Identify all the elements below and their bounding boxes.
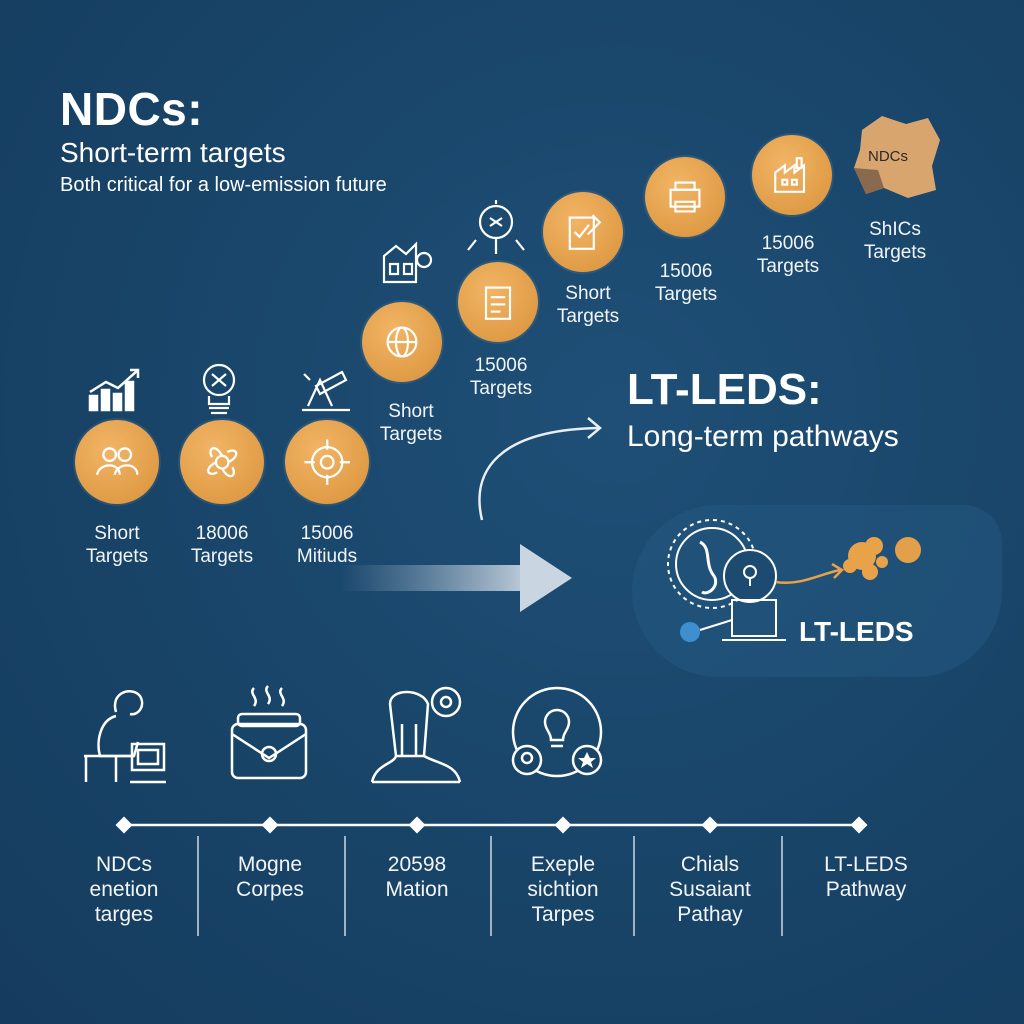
printer-icon [669, 181, 701, 213]
lightbulb-globe-icon [511, 686, 603, 778]
checklist-icon [568, 214, 602, 250]
step-coin-8 [752, 135, 832, 215]
step-coin-1 [75, 420, 159, 504]
step-coin-3 [285, 420, 369, 504]
step-coin-2 [180, 420, 264, 504]
target-icon [304, 439, 350, 485]
blue-dot-icon [680, 622, 700, 642]
lt-leds-badge: LT-LEDS [799, 616, 914, 647]
document-icon [484, 286, 512, 320]
sun-icon [895, 537, 921, 563]
page-title: NDCs: [60, 83, 204, 135]
step-coin-5 [458, 262, 538, 342]
location-icon [723, 549, 777, 603]
page-tagline: Both critical for a low-emission future [60, 174, 387, 196]
person-desk-icon [84, 690, 166, 784]
house-icon [382, 241, 433, 284]
step-coin-6 [543, 192, 623, 272]
step-coin-7 [645, 157, 725, 237]
map-label: NDCs [868, 148, 908, 165]
laptop-icon [722, 599, 786, 641]
step-coin-4 [362, 302, 442, 382]
curved-arrow-icon [478, 417, 602, 521]
splash-icon [843, 537, 888, 580]
map-icon: NDCs [848, 110, 944, 202]
bar-chart-icon [88, 368, 140, 412]
steaming-pot-icon [230, 685, 308, 780]
meditation-icon [370, 686, 462, 784]
telescope-icon [302, 370, 350, 412]
fan-icon [206, 446, 238, 478]
big-arrow-icon [340, 544, 572, 612]
timeline [115, 816, 868, 936]
compass-icon [467, 200, 525, 254]
award-icon [202, 363, 236, 415]
globe-icon [386, 326, 418, 358]
pathway-illustration [667, 519, 921, 642]
people-icon [95, 447, 139, 475]
factory-icon [774, 157, 806, 193]
lt-leds-subtitle: Long-term pathways [627, 420, 899, 453]
page-subtitle: Short-term targets [60, 137, 286, 168]
lt-leds-title: LT-LEDS: [627, 365, 822, 414]
